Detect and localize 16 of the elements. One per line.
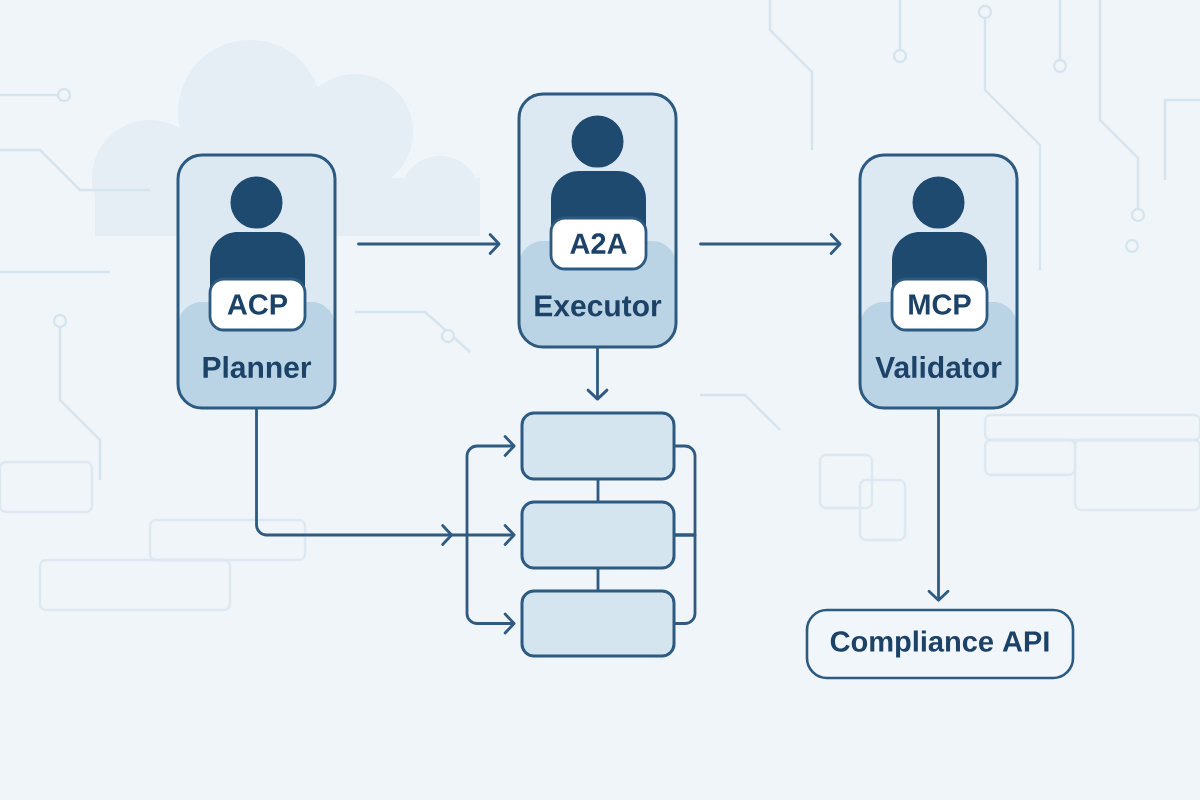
protocol-badge: ACP xyxy=(208,277,307,332)
process-box xyxy=(520,589,676,658)
api-box: Compliance API xyxy=(805,608,1075,680)
process-box xyxy=(520,500,676,570)
arrow xyxy=(699,233,842,255)
arrow xyxy=(465,435,516,537)
arrow xyxy=(465,533,516,635)
arrow xyxy=(586,347,609,401)
arrow xyxy=(357,233,501,255)
process-box xyxy=(520,411,676,481)
protocol-badge: A2A xyxy=(549,216,648,271)
connector-line xyxy=(596,568,600,591)
arrow xyxy=(927,408,950,602)
connector-line xyxy=(596,479,600,502)
protocol-badge: MCP xyxy=(890,277,989,332)
arrow xyxy=(465,524,516,546)
